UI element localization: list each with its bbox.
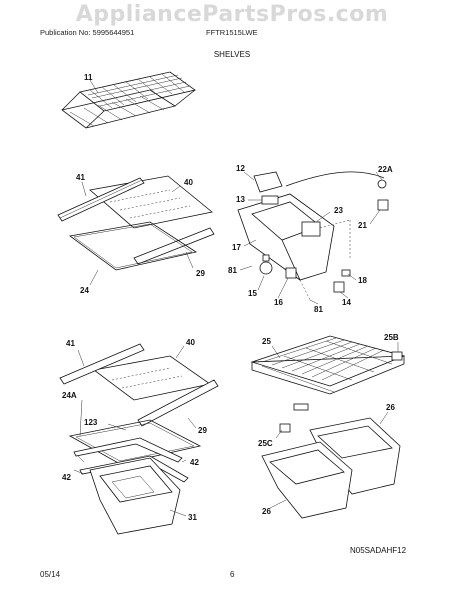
slide-rail-left-part: [73, 437, 183, 463]
callout-25c: 25C: [258, 439, 273, 448]
front-trim-lower-part: [59, 343, 145, 385]
footer-page-number: 6: [230, 570, 235, 579]
callout-11: 11: [84, 73, 93, 82]
section-title: SHELVES: [213, 50, 251, 59]
callout-18: 18: [358, 276, 367, 285]
callout-40-lower: 40: [186, 338, 195, 347]
watermark: AppliancePartsPros.com: [75, 2, 389, 27]
slide-rail-right-part: [79, 455, 189, 483]
callout-22a: 22A: [378, 165, 393, 174]
callout-14: 14: [342, 298, 351, 307]
glass-shelf-upper-part: [89, 175, 213, 229]
callout-29-lower: 29: [198, 426, 207, 435]
gasket-upper-part: [69, 221, 198, 271]
callout-81-right: 81: [314, 305, 323, 314]
model-number: FFTR1515LWE: [206, 28, 258, 37]
callout-29-upper: 29: [196, 269, 205, 278]
socket-part: [285, 267, 297, 279]
callout-42-left: 42: [62, 473, 71, 482]
publication-number: Publication No: 5995644951: [40, 28, 135, 37]
callout-81-left: 81: [228, 266, 237, 275]
callout-24: 24: [80, 286, 89, 295]
callout-24a: 24A: [62, 391, 77, 400]
rear-trim-lower-part: [137, 379, 219, 427]
crisper-cover-part: [250, 335, 406, 433]
callout-23: 23: [334, 206, 343, 215]
callout-123: 123: [84, 418, 98, 427]
crisper-drawer-left-part: [89, 457, 181, 535]
wire-shelf-part: [61, 71, 196, 129]
switch-part: [333, 269, 351, 293]
callout-26-right: 26: [386, 403, 395, 412]
rear-trim-upper-part: [133, 227, 215, 265]
callout-40-upper: 40: [184, 178, 193, 187]
light-bulb-part: [259, 254, 273, 275]
control-housing-part: [237, 193, 351, 301]
damper-cover-part: [253, 171, 283, 205]
front-trim-upper-part: [57, 177, 145, 222]
callout-13: 13: [236, 195, 245, 204]
shelf-frame-lower-part: [68, 419, 202, 465]
callout-25b: 25B: [384, 333, 399, 342]
callout-42-right: 42: [190, 458, 199, 467]
callout-41-lower: 41: [66, 339, 75, 348]
crisper-drawer-center-part: [261, 441, 353, 519]
thermostat-part: [285, 171, 389, 211]
callout-16: 16: [274, 298, 283, 307]
callout-41-upper: 41: [76, 173, 85, 182]
callout-31: 31: [188, 513, 197, 522]
callout-26-center: 26: [262, 507, 271, 516]
diagram-code: N05SADAHF12: [350, 546, 407, 555]
callout-17: 17: [232, 243, 241, 252]
callout-21: 21: [358, 221, 367, 230]
footer-date: 05/14: [40, 570, 61, 579]
callout-25: 25: [262, 337, 271, 346]
callout-15: 15: [248, 289, 257, 298]
callout-12: 12: [236, 164, 245, 173]
